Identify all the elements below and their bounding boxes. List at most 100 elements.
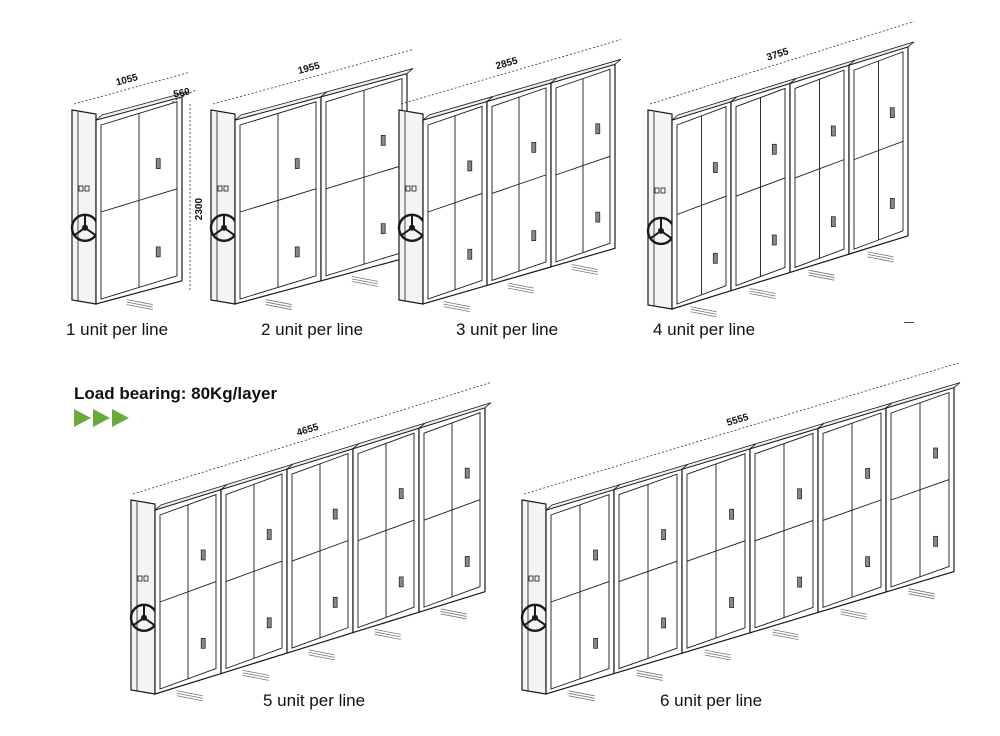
length-dimension-label: 1055	[115, 72, 140, 89]
door-handle	[889, 107, 895, 119]
floor-rail	[308, 649, 335, 656]
indicator-light	[405, 185, 411, 192]
endcap-panel	[398, 109, 424, 305]
floor-rail	[507, 285, 534, 291]
floor-rail	[808, 269, 835, 276]
floor-rail	[571, 266, 598, 273]
cabinet-frame	[357, 432, 415, 629]
length-dimension-label: 1955	[297, 60, 322, 77]
door-handle	[266, 617, 272, 629]
tier-split	[794, 159, 845, 179]
caption-2-unit: 2 unit per line	[261, 320, 364, 339]
door-handle	[771, 234, 777, 246]
floor-rail	[571, 269, 598, 275]
floor-rail	[690, 306, 717, 313]
cabinet-row-5-units: 4655	[129, 382, 492, 702]
door-handle	[889, 198, 895, 209]
cabinet-frame	[754, 432, 814, 629]
floor-rail	[176, 692, 203, 699]
door-handle	[398, 576, 404, 588]
cabinet-frame	[618, 473, 678, 670]
floor-rail	[690, 308, 717, 315]
endcap-panel	[521, 499, 547, 695]
floor-rail	[704, 649, 731, 656]
cabinet-top	[320, 68, 414, 98]
floor-rail	[908, 588, 935, 595]
cabinet-frame	[239, 101, 317, 300]
floor-rail	[690, 311, 717, 318]
door-handle	[933, 447, 938, 459]
tier-split	[754, 519, 814, 542]
wheel-spoke	[524, 616, 536, 626]
floor-rail	[867, 254, 894, 260]
floor-rail	[571, 264, 598, 270]
floor-rail	[443, 301, 470, 308]
door-handle	[661, 529, 666, 540]
depth-dimension-label: 560	[173, 86, 192, 100]
tier-split	[225, 560, 283, 582]
indicator-light	[137, 575, 143, 582]
depth-dimension-line	[171, 89, 197, 103]
endcap-panel	[130, 499, 156, 695]
floor-rail	[908, 590, 935, 597]
door-handle	[467, 160, 473, 172]
door-handle	[380, 135, 386, 146]
tier-split	[618, 560, 678, 583]
floor-rail	[568, 692, 595, 699]
height-dimension-label: 2300	[194, 198, 205, 221]
tier-split	[676, 195, 727, 215]
door-handle	[865, 468, 870, 479]
floor-rail	[351, 278, 378, 285]
wheel-spoke	[534, 616, 546, 626]
floor-rail	[443, 306, 470, 313]
caption-1-unit: 1 unit per line	[66, 320, 169, 339]
door-handle	[830, 216, 836, 228]
floor-rail	[749, 290, 776, 297]
floor-rail	[749, 288, 776, 294]
floor-rail	[867, 256, 894, 263]
caption-6-unit: 6 unit per line	[660, 691, 763, 710]
tier-split	[291, 540, 349, 562]
corner-tick	[904, 322, 914, 323]
cabinet-top	[885, 382, 961, 409]
cabinet-frame	[686, 453, 746, 649]
cabinet-frame	[291, 452, 349, 649]
door-handle	[294, 158, 300, 169]
length-dimension-line	[212, 49, 414, 105]
floor-rail	[440, 611, 467, 617]
door-handle	[593, 637, 598, 649]
door-handle	[729, 508, 734, 520]
indicator-light	[217, 185, 223, 192]
cabinet-frame	[853, 51, 904, 250]
floor-rail	[568, 695, 595, 702]
play-arrow-icon	[74, 409, 91, 427]
cabinet-top	[95, 91, 189, 121]
cabinet-top	[848, 41, 915, 66]
floor-rail	[749, 293, 776, 299]
load-bearing-label: Load bearing: 80Kg/layer	[74, 384, 278, 403]
floor-rail	[704, 654, 731, 661]
indicator-light	[660, 187, 666, 194]
door-handle	[531, 230, 537, 242]
floor-rail	[636, 670, 663, 676]
cabinet-frame	[159, 493, 217, 690]
door-handle	[332, 597, 338, 608]
door-handle	[464, 556, 470, 567]
floor-rail	[242, 669, 269, 676]
endcap-panel	[210, 109, 236, 305]
door-handle	[467, 248, 473, 260]
length-dimension-label: 5555	[725, 412, 750, 429]
floor-rail	[265, 304, 292, 310]
floor-rail	[126, 299, 153, 305]
cabinet-top	[418, 402, 492, 429]
floor-rail	[704, 652, 731, 658]
door-handle	[200, 637, 206, 649]
tier-split	[686, 540, 746, 562]
door-handle	[266, 529, 272, 540]
cabinet-frame	[735, 87, 786, 287]
floor-rail	[176, 690, 203, 697]
wheel-spoke	[143, 616, 155, 626]
wheel-spoke	[213, 226, 225, 236]
floor-rail	[351, 275, 378, 282]
